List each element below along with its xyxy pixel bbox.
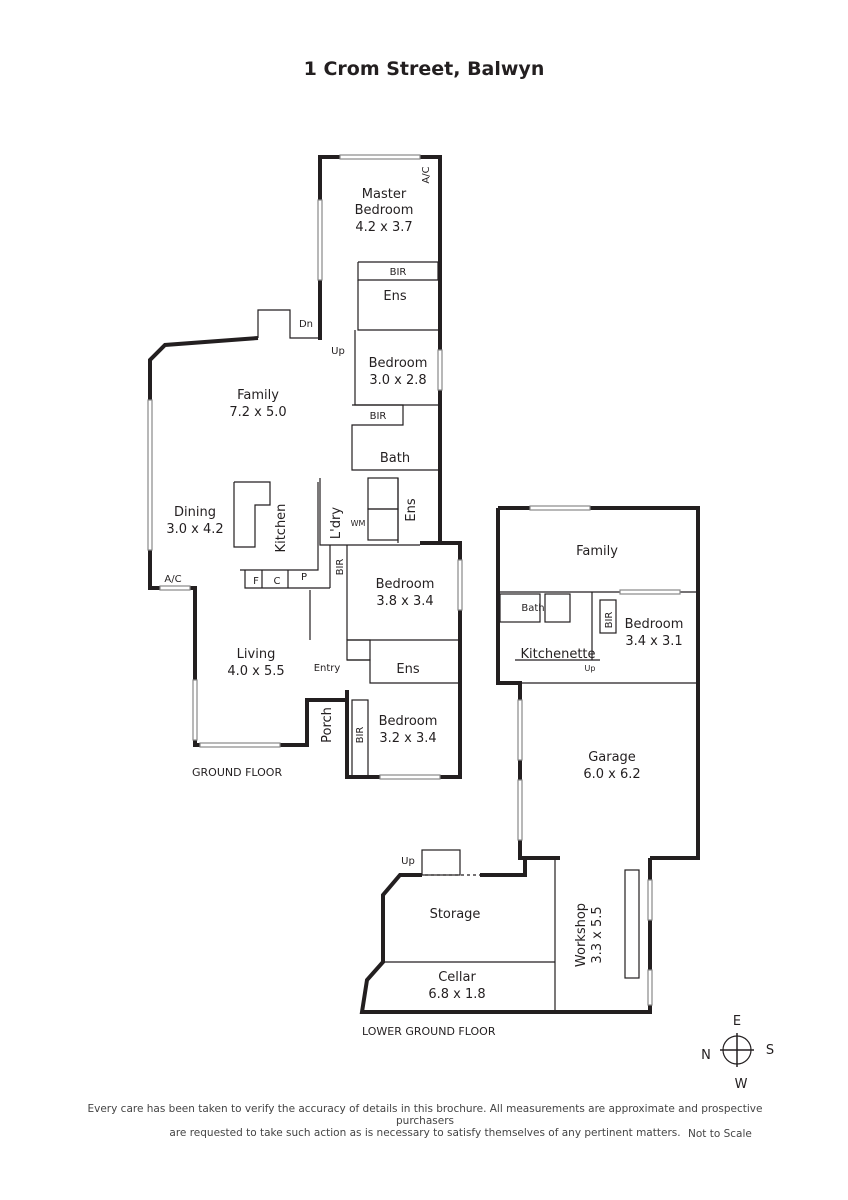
room-label: Cellar — [438, 970, 476, 985]
room-label: Porch — [320, 707, 335, 743]
room-label: Bath — [380, 451, 410, 466]
room-label: Master — [362, 187, 407, 202]
room-label: L'dry — [329, 507, 344, 539]
room-dims: 3.0 x 4.2 — [166, 522, 223, 537]
room-dims: 3.8 x 3.4 — [376, 594, 433, 609]
floor-label-lower: LOWER GROUND FLOOR — [362, 1025, 496, 1038]
room-label: Bath — [521, 603, 544, 614]
room-dims: 4.2 x 3.7 — [355, 220, 412, 235]
room-dims: 6.0 x 6.2 — [583, 767, 640, 782]
bir-label: BIR — [370, 411, 387, 422]
room-label: Bedroom — [625, 617, 684, 632]
room-label: Kitchenette — [520, 647, 595, 662]
ac-label: A/C — [164, 574, 181, 585]
room-dims: 3.3 x 5.5 — [590, 906, 605, 963]
room-dims: 3.2 x 3.4 — [379, 731, 436, 746]
room-dims: 3.0 x 2.8 — [369, 373, 426, 388]
disclaimer: Every care has been taken to verify the … — [60, 1103, 790, 1139]
room-label: Workshop — [574, 903, 589, 967]
bir-label: BIR — [390, 267, 407, 278]
room-label: Bedroom — [355, 203, 414, 218]
stairs-down-label: Dn — [299, 319, 313, 330]
not-to-scale-note: Not to Scale — [688, 1128, 752, 1140]
pantry-label: P — [301, 572, 307, 583]
compass-east: E — [733, 1014, 741, 1029]
compass-north: N — [701, 1048, 711, 1063]
room-dims: 3.4 x 3.1 — [625, 634, 682, 649]
fridge-label: F — [253, 576, 259, 587]
bir-label: BIR — [335, 559, 346, 576]
room-label: Living — [237, 647, 276, 662]
disclaimer-line: Every care has been taken to verify the … — [87, 1103, 763, 1127]
ac-label: A/C — [421, 166, 432, 183]
room-label: Family — [237, 388, 279, 403]
floor-label-ground: GROUND FLOOR — [192, 766, 282, 779]
washing-machine-label: WM — [351, 519, 366, 528]
room-label: Ens — [396, 662, 419, 677]
stairs-up-label: Up — [585, 664, 596, 673]
room-label: Garage — [588, 750, 636, 765]
room-label: Entry — [314, 663, 341, 674]
compass-icon: E N S W — [701, 1014, 774, 1092]
ground-floor-walls — [147, 154, 463, 780]
room-label: Storage — [430, 907, 481, 922]
stairs-up-label: Up — [401, 856, 415, 867]
room-label: Bedroom — [376, 577, 435, 592]
room-dims: 4.0 x 5.5 — [227, 664, 284, 679]
room-label: Bedroom — [379, 714, 438, 729]
page-title: 1 Crom Street, Balwyn — [303, 58, 545, 80]
stairs-up-label: Up — [331, 346, 345, 357]
room-label: Family — [576, 544, 618, 559]
lower-ground-walls — [359, 849, 653, 1014]
room-dims: 7.2 x 5.0 — [229, 405, 286, 420]
room-label: Ens — [404, 498, 419, 521]
disclaimer-line: are requested to take such action as is … — [169, 1127, 681, 1139]
room-label: Ens — [383, 289, 406, 304]
compass-west: W — [735, 1077, 748, 1092]
room-label: Dining — [174, 505, 216, 520]
compass-south: S — [766, 1043, 774, 1058]
room-dims: 6.8 x 1.8 — [428, 987, 485, 1002]
cupboard-label: C — [274, 576, 281, 587]
room-label: Kitchen — [274, 504, 289, 553]
rear-block-walls — [496, 505, 700, 860]
bir-label: BIR — [355, 727, 366, 744]
room-label: Bedroom — [369, 356, 428, 371]
bir-label: BIR — [604, 612, 615, 629]
